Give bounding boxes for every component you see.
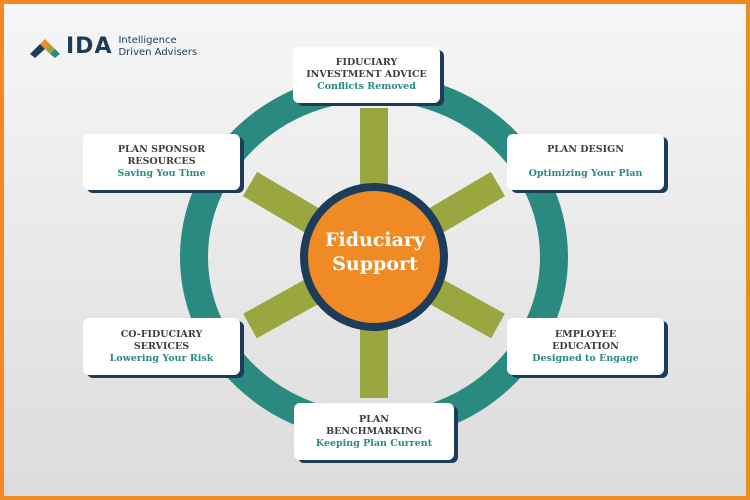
box-title: Investment Advice	[306, 69, 427, 80]
box-subtitle: Optimizing Your Plan	[528, 168, 643, 179]
tagline-1: Intelligence	[118, 34, 177, 46]
box-employee-education: Employee Education Designed to Engage	[507, 318, 664, 375]
box-subtitle: Keeping Plan Current	[315, 437, 433, 449]
box-title: Education	[552, 340, 619, 352]
box-plan-benchmarking: Plan Benchmarking Keeping Plan Current	[294, 403, 454, 460]
box-subtitle: Saving You Time	[117, 168, 206, 179]
box-title: Employee	[554, 328, 617, 340]
box-title: Plan Sponsor	[117, 144, 206, 155]
box-plan-design: Plan Design Optimizing Your Plan	[507, 134, 664, 190]
box-title	[507, 156, 664, 168]
center-line-1: Fiduciary	[325, 229, 425, 251]
box-subtitle: Lowering Your Risk	[109, 352, 214, 364]
hub	[300, 183, 448, 331]
logo-wordmark: IDA	[66, 34, 113, 59]
box-subtitle: Designed to Engage	[532, 352, 639, 364]
box-subtitle: Conflicts Removed	[317, 81, 416, 92]
logo-mark-icon	[30, 38, 60, 58]
box-title: Services	[133, 340, 190, 352]
box-title: Plan Design	[547, 144, 624, 155]
box-title: Plan	[359, 413, 389, 425]
box-fiduciary-investment-advice: Fiduciary Investment Advice Conflicts Re…	[293, 47, 440, 103]
center-line-2: Support	[332, 253, 418, 275]
box-title: Benchmarking	[326, 425, 422, 437]
box-co-fiduciary-services: Co-Fiduciary Services Lowering Your Risk	[83, 318, 240, 375]
box-title: Fiduciary	[335, 57, 398, 68]
box-title: Co-Fiduciary	[120, 328, 203, 340]
tagline-2: Driven Advisers	[118, 46, 198, 58]
box-title: Resources	[127, 156, 196, 167]
box-plan-sponsor-resources: Plan Sponsor Resources Saving You Time	[83, 134, 240, 190]
